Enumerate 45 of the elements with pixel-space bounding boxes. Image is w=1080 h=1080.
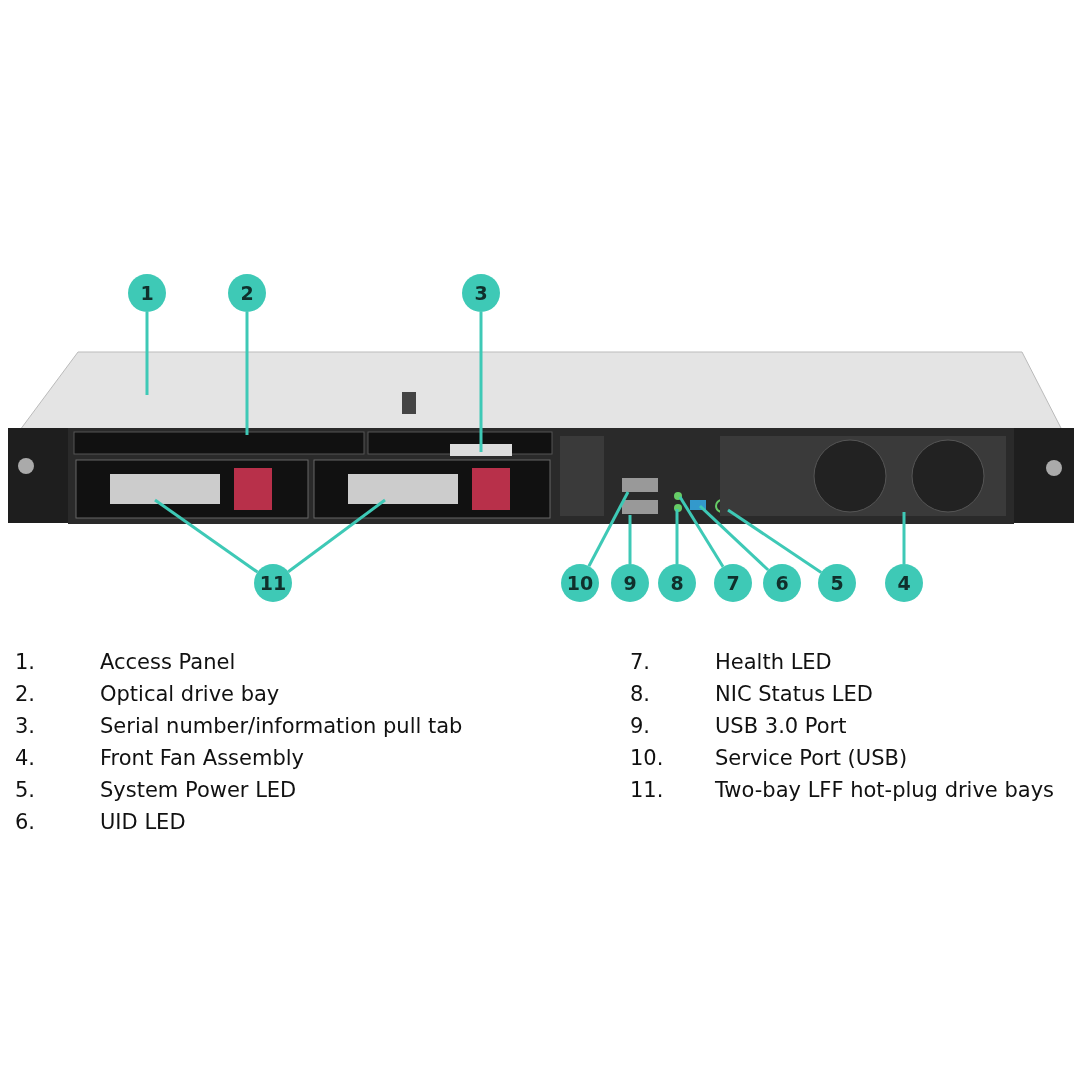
list-number: 11. — [630, 778, 664, 802]
callout-number: 7 — [714, 564, 752, 602]
leader-line — [587, 491, 630, 567]
callout-number: 9 — [611, 564, 649, 602]
leader-line — [675, 509, 679, 564]
part-name: UID LED — [100, 810, 186, 834]
part-name: Front Fan Assembly — [100, 746, 304, 770]
callout-number: 10 — [561, 564, 599, 602]
list-number: 8. — [630, 682, 651, 706]
callout-number: 2 — [228, 274, 266, 312]
callout-number: 1 — [128, 274, 166, 312]
leader-line — [287, 498, 386, 573]
callout-number: 5 — [818, 564, 856, 602]
part-name: Serial number/information pull tab — [100, 714, 463, 738]
leader-line — [245, 312, 249, 435]
list-number: 10. — [630, 746, 664, 770]
leader-line — [727, 508, 823, 574]
list-number: 3. — [15, 714, 36, 738]
part-name: Service Port (USB) — [715, 746, 908, 770]
list-number: 7. — [630, 650, 651, 674]
callout-number: 6 — [763, 564, 801, 602]
part-name: Access Panel — [100, 650, 236, 674]
leader-line — [698, 504, 770, 572]
part-name: Health LED — [715, 650, 832, 674]
callout-number: 11 — [254, 564, 292, 602]
leader-line — [678, 496, 725, 568]
leader-line — [145, 312, 149, 395]
part-name: Optical drive bay — [100, 682, 280, 706]
leader-line — [479, 312, 483, 452]
callout-number: 8 — [658, 564, 696, 602]
list-number: 9. — [630, 714, 651, 738]
part-name: USB 3.0 Port — [715, 714, 847, 738]
list-number: 4. — [15, 746, 36, 770]
leader-line — [902, 512, 906, 564]
callout-number: 4 — [885, 564, 923, 602]
list-number: 1. — [15, 650, 36, 674]
callout-number: 3 — [462, 274, 500, 312]
list-number: 2. — [15, 682, 36, 706]
part-name: NIC Status LED — [715, 682, 873, 706]
leader-line — [628, 515, 632, 564]
leader-line — [154, 498, 259, 574]
part-name: Two-bay LFF hot-plug drive bays — [715, 778, 1054, 802]
list-number: 6. — [15, 810, 36, 834]
part-name: System Power LED — [100, 778, 297, 802]
list-number: 5. — [15, 778, 36, 802]
